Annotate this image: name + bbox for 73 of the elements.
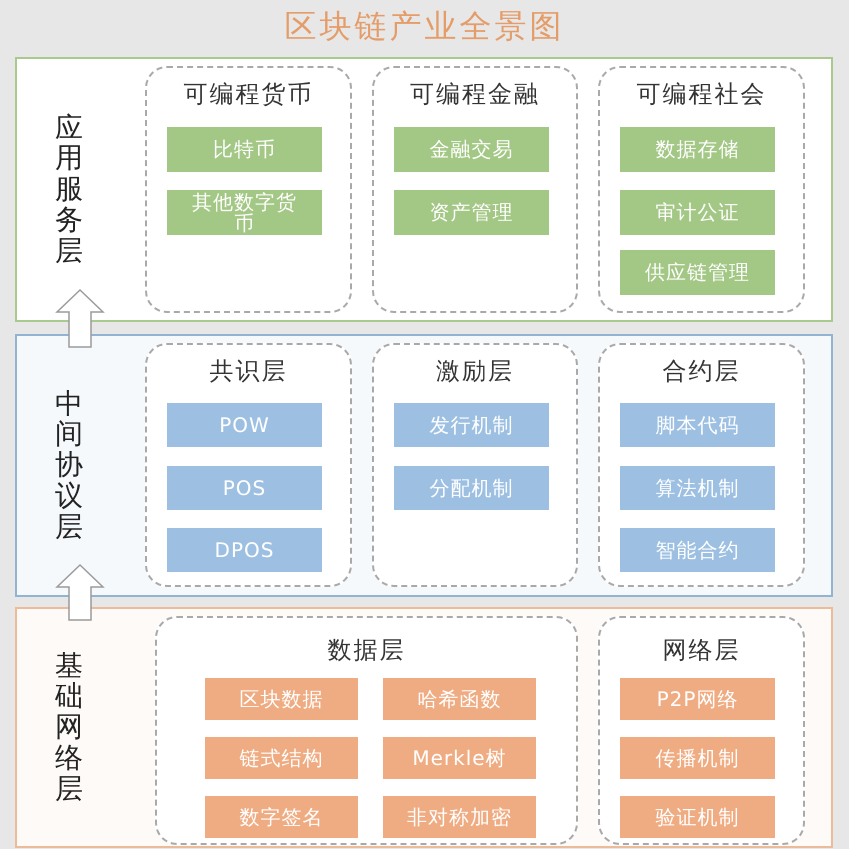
- feature-tile: [620, 466, 775, 510]
- tile-label: P2P网络: [656, 688, 738, 710]
- group-heading: 合约层: [662, 357, 740, 386]
- dashed-group-frame: [155, 616, 578, 845]
- tile-label: 金融交易: [430, 139, 514, 160]
- diagram-title: 区块链产业全景图: [284, 6, 564, 46]
- tile-label: 传播机制: [656, 748, 740, 768]
- tile-label: 供应链管理: [645, 262, 750, 283]
- feature-tile: [205, 796, 358, 838]
- feature-tile: [205, 678, 358, 720]
- tile-label: 非对称加密: [407, 806, 512, 828]
- tile-label: 发行机制: [430, 414, 514, 436]
- feature-tile: [620, 403, 775, 447]
- group-heading: 可编程货币: [184, 80, 314, 109]
- tile-label: 链式结构: [240, 748, 324, 768]
- layer-label: 应用服务层: [55, 112, 83, 266]
- group-heading: 网络层: [662, 636, 740, 665]
- feature-tile: [620, 127, 775, 172]
- feature-tile: [394, 403, 549, 447]
- tile-label: 资产管理: [430, 202, 514, 223]
- feature-tile: [167, 528, 322, 572]
- group-heading: 可编程社会: [636, 80, 766, 109]
- feature-tile: [205, 737, 358, 779]
- layer-panel: [15, 334, 833, 597]
- feature-tile: [620, 737, 775, 779]
- tile-label: 数据存储: [656, 139, 740, 160]
- layer-label: 基础网络层: [55, 650, 83, 804]
- dashed-group-frame: [598, 66, 805, 313]
- feature-tile: [394, 127, 549, 172]
- feature-tile: [383, 737, 536, 779]
- layer-label: 中间协议层: [55, 388, 83, 542]
- feature-tile: [620, 528, 775, 572]
- tile-label: 审计公证: [656, 202, 740, 223]
- tile-label: 验证机制: [656, 806, 740, 828]
- dashed-group-frame: [145, 343, 352, 587]
- tile-label: POS: [222, 478, 266, 498]
- block-arrow: [55, 288, 105, 348]
- tile-label: 其他数字货币: [191, 192, 298, 234]
- group-heading: 可编程金融: [410, 80, 540, 109]
- tile-label: 比特币: [213, 139, 276, 160]
- tile-label: DPOS: [214, 540, 274, 560]
- dashed-group-frame: [372, 66, 578, 313]
- feature-tile: [620, 190, 775, 235]
- dashed-group-frame: [598, 616, 805, 845]
- dashed-group-frame: [145, 66, 352, 313]
- layer-panel: [15, 57, 833, 322]
- tile-label: 脚本代码: [656, 414, 740, 436]
- group-heading: 数据层: [328, 636, 406, 665]
- tile-label: 分配机制: [430, 478, 514, 498]
- feature-tile: [167, 403, 322, 447]
- feature-tile: [167, 127, 322, 172]
- feature-tile: [394, 466, 549, 510]
- feature-tile: [383, 796, 536, 838]
- tile-label: 算法机制: [656, 478, 740, 498]
- tile-label: 数字签名: [240, 806, 324, 828]
- tile-label: 区块数据: [240, 688, 324, 710]
- group-heading: 激励层: [436, 357, 514, 386]
- tile-label: 哈希函数: [418, 688, 502, 710]
- tile-label: 智能合约: [656, 540, 740, 560]
- feature-tile: [620, 678, 775, 720]
- tile-label: Merkle树: [412, 748, 507, 768]
- feature-tile: [394, 190, 549, 235]
- dashed-group-frame: [372, 343, 578, 587]
- block-arrow: [55, 564, 105, 621]
- feature-tile: [167, 190, 322, 235]
- layer-panel: [15, 607, 833, 848]
- feature-tile: [383, 678, 536, 720]
- feature-tile: [167, 466, 322, 510]
- feature-tile: [620, 796, 775, 838]
- feature-tile: [620, 250, 775, 295]
- group-heading: 共识层: [210, 357, 288, 386]
- dashed-group-frame: [598, 343, 805, 587]
- tile-label: POW: [219, 414, 270, 436]
